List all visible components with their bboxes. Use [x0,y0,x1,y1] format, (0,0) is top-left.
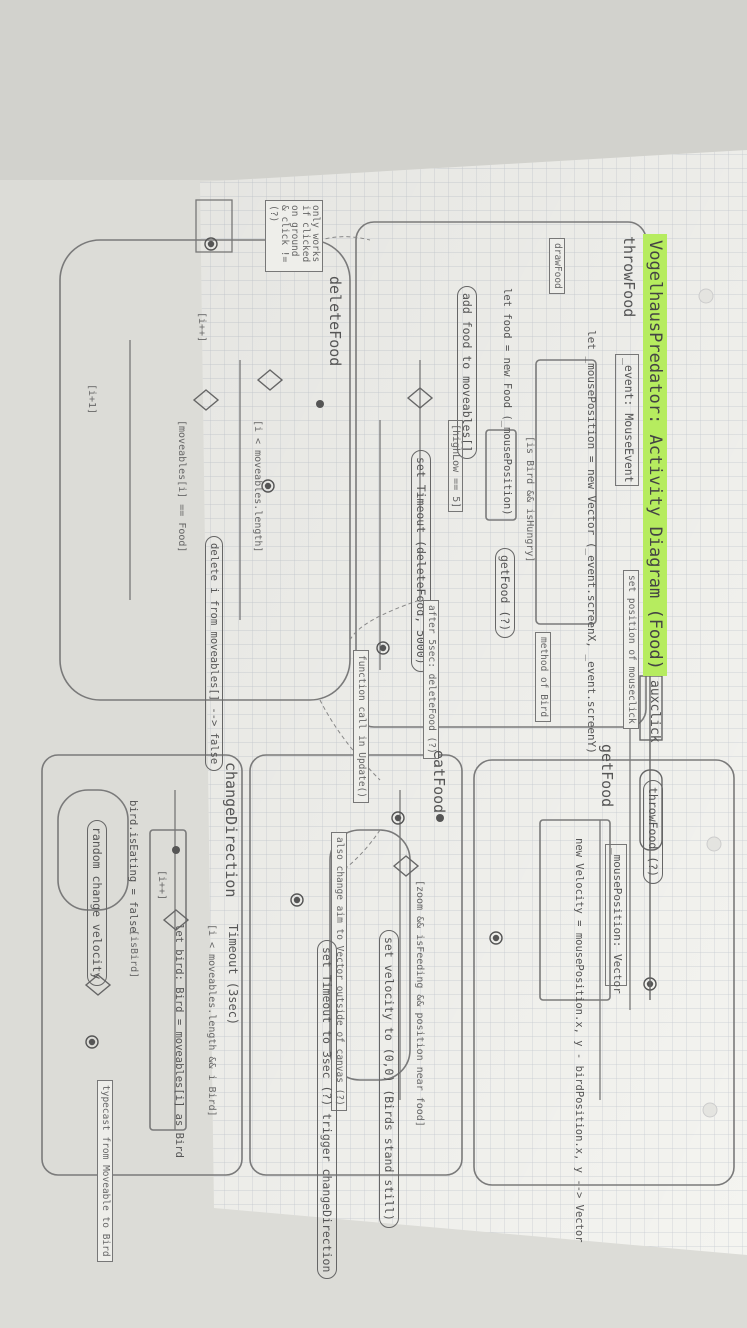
guard-i-less-length: [i < moveables.length] [252,420,263,553]
note-set-position: set position of mouseclick [622,570,639,729]
guard-i-plus-one: [i+1] [86,384,97,415]
is-eating-false-action: bird.isEating = false [127,800,139,933]
get-food-action: getFood (?) [495,548,515,639]
diagram-title: VogelhausPredator: Activity Diagram (Foo… [643,234,667,676]
note-typecast: typecast from Moveable to Bird [96,1080,113,1262]
set-velocity-action: set velocity to (0,0) (Birds stand still… [379,930,399,1228]
new-food-action: let food = new Food (_mousePosition) [501,288,513,516]
guard-i-plus-plus: [i++] [196,312,207,343]
guard-is-bird-cd: [isBird] [128,930,139,979]
throwfood-top-action: throwFood (?) [643,780,663,885]
random-velocity-action: random change velocity [87,820,107,987]
getfood-param: _mousePosition: Vector [611,848,624,994]
let-bird-action: let bird: Bird = moveables[i] as Bird [173,924,185,1158]
eatfood-label: eatFood [430,750,448,814]
note-function-call: function call in Update() [352,650,369,803]
guard-is-food: [moveables[i] == Food] [176,420,187,553]
throwfood-label: throwFood [620,236,638,318]
guard-i-plus-plus-cd: [i++] [156,870,167,901]
guard-is-bird: [is Bird && isHungry] [524,436,535,563]
timeout-event: Timeout (3sec) [226,924,240,1026]
auxclick-event: auxclick [647,680,662,743]
changedirection-label: changeDirection [222,762,240,898]
deletefood-label: deleteFood [326,276,344,367]
guard-zoom-feeding: [zoom && isFeeding && position near food… [414,880,425,1127]
mouse-position-action: let _mousePosition = new Vector (_event.… [585,330,598,754]
guard-moveables-bird: [i < moveables.length && i Bird] [206,924,217,1117]
note-after-5sec: after 5sec: deleteFood (?) [422,600,439,759]
delete-from-moveables-action: delete i from moveables[] --> false [205,536,223,772]
set-timeout-change-action: set Timeout to 3sec (?) trigger changeDi… [317,940,337,1280]
note-draw-food: drawFood [548,238,565,294]
note-method-of-bird: method of Bird [534,632,551,723]
throwfood-param: _event: MouseEvent [622,358,636,483]
guard-highlow: [highLow == 5] [448,420,463,513]
getfood-label: getFood [598,744,616,808]
note-only-works: only works if clicked on ground & click … [264,200,323,272]
new-velocity-action: new Velocity = mousePosition.x, y - bird… [573,838,585,1243]
